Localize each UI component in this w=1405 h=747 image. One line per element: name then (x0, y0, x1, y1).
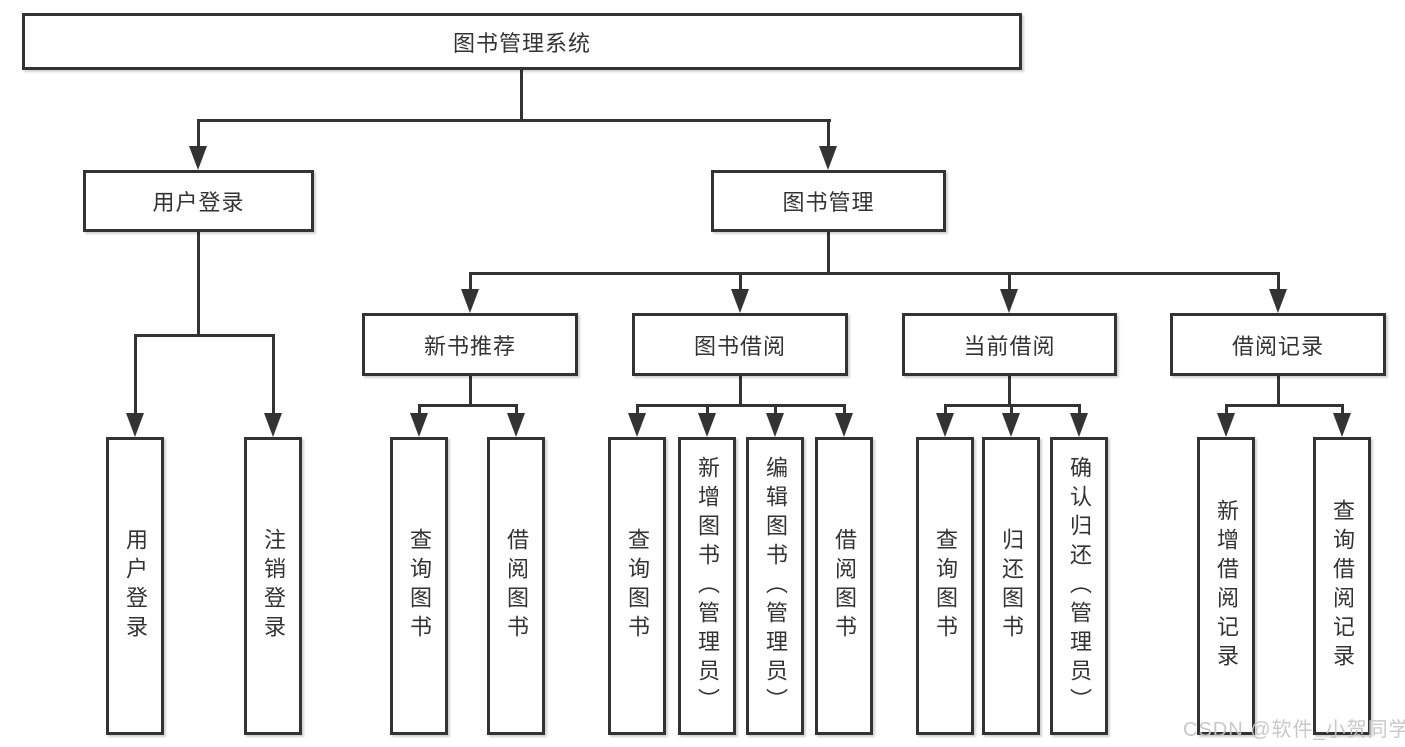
connector-line (197, 232, 200, 334)
arrow-down-icon (766, 413, 784, 437)
connector-line (706, 404, 709, 416)
connector-line (515, 404, 518, 416)
leaf-label: 借阅图书 (832, 528, 857, 644)
connector-line (1008, 376, 1011, 404)
leaf-label: 新增图书（管理员） (695, 455, 720, 717)
node-library-management-system: 图书管理系统 (22, 13, 1022, 70)
leaf-label: 查询图书 (625, 528, 650, 644)
node-new-book-recommend: 新书推荐 (362, 313, 578, 376)
arrow-down-icon (819, 146, 837, 170)
connector-line (272, 334, 275, 415)
node-book-management: 图书管理 (711, 170, 946, 232)
leaf-logout: 注销登录 (244, 437, 302, 735)
arrow-down-icon (1269, 289, 1287, 313)
connector-line (197, 119, 200, 150)
connector-line (134, 334, 137, 415)
leaf-label: 查询图书 (407, 528, 432, 644)
leaf-label: 借阅图书 (504, 528, 529, 644)
leaf-borrow-books-borrow: 借阅图书 (815, 437, 873, 735)
leaf-query-borrow-record: 查询借阅记录 (1313, 437, 1371, 735)
connector-line (418, 404, 518, 407)
connector-line (1008, 272, 1011, 292)
connector-line (197, 119, 831, 122)
leaf-label: 编辑图书（管理员） (763, 455, 788, 717)
connector-line (520, 70, 523, 119)
connector-line (469, 272, 1280, 275)
leaf-label: 查询借阅记录 (1330, 499, 1355, 673)
connector-line (418, 404, 421, 416)
arrow-down-icon (628, 413, 646, 437)
leaf-edit-book-admin: 编辑图书（管理员） (746, 437, 804, 735)
connector-line (1010, 404, 1013, 416)
leaf-query-books-recommend: 查询图书 (390, 437, 448, 735)
connector-line (1277, 376, 1280, 404)
leaf-label: 确认归还（管理员） (1067, 455, 1092, 717)
connector-line (1225, 404, 1343, 407)
connector-line (1341, 404, 1344, 416)
connector-line (1225, 404, 1228, 416)
leaf-add-book-admin: 新增图书（管理员） (678, 437, 736, 735)
node-user-login: 用户登录 (83, 170, 314, 232)
connector-line (827, 119, 830, 150)
leaf-label: 新增借阅记录 (1214, 499, 1239, 673)
arrow-down-icon (410, 413, 428, 437)
leaf-label: 注销登录 (261, 528, 286, 644)
node-current-borrowing: 当前借阅 (902, 313, 1117, 376)
connector-line (134, 334, 275, 337)
arrow-down-icon (507, 413, 525, 437)
leaf-user-login: 用户登录 (106, 437, 164, 735)
arrow-down-icon (461, 289, 479, 313)
leaf-query-books-borrow: 查询图书 (608, 437, 666, 735)
arrow-down-icon (1217, 413, 1235, 437)
arrow-down-icon (698, 413, 716, 437)
node-borrowing-records: 借阅记录 (1170, 313, 1386, 376)
connector-line (944, 404, 947, 416)
connector-line (827, 232, 830, 272)
connector-line (1277, 272, 1280, 292)
connector-line (774, 404, 777, 416)
leaf-label: 归还图书 (999, 528, 1024, 644)
arrow-down-icon (731, 289, 749, 313)
arrow-down-icon (936, 413, 954, 437)
arrow-down-icon (264, 413, 282, 437)
leaf-query-books-current: 查询图书 (916, 437, 974, 735)
connector-line (469, 272, 472, 292)
arrow-down-icon (1333, 413, 1351, 437)
connector-line (739, 272, 742, 292)
leaf-confirm-return-admin: 确认归还（管理员） (1050, 437, 1108, 735)
connector-line (1078, 404, 1081, 416)
connector-line (636, 404, 639, 416)
arrow-down-icon (189, 146, 207, 170)
arrow-down-icon (1000, 289, 1018, 313)
node-book-borrowing: 图书借阅 (632, 313, 848, 376)
arrow-down-icon (835, 413, 853, 437)
arrow-down-icon (1070, 413, 1088, 437)
arrow-down-icon (1002, 413, 1020, 437)
leaf-return-book: 归还图书 (982, 437, 1040, 735)
connector-line (843, 404, 846, 416)
connector-line (469, 376, 472, 404)
leaf-add-borrow-record: 新增借阅记录 (1197, 437, 1255, 735)
connector-line (739, 376, 742, 404)
leaf-label: 查询图书 (933, 528, 958, 644)
csdn-watermark: CSDN @软件_小贺同学 (1183, 719, 1405, 741)
arrow-down-icon (126, 413, 144, 437)
leaf-label: 用户登录 (123, 528, 148, 644)
leaf-borrow-books-recommend: 借阅图书 (487, 437, 545, 735)
connector-line (636, 404, 845, 407)
